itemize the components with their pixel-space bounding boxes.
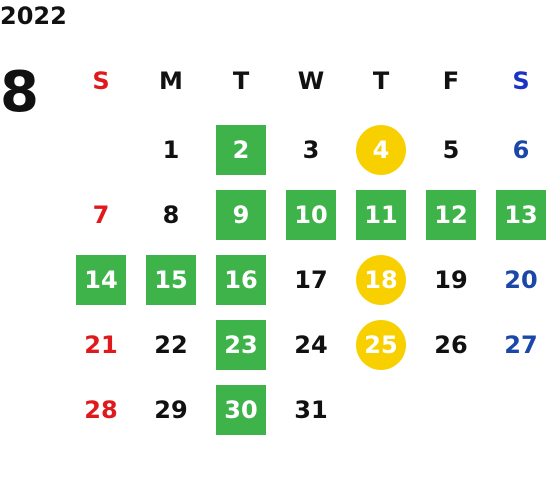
day-cell-15: 15 (146, 255, 196, 305)
day-cell-11: 11 (356, 190, 406, 240)
day-cell-4: 4 (356, 125, 406, 175)
weekday-6: S (512, 67, 530, 95)
weekday-1: M (159, 67, 183, 95)
day-cell-28: 28 (84, 396, 118, 424)
day-cell-12: 12 (426, 190, 476, 240)
day-cell-16: 16 (216, 255, 266, 305)
day-cell-13: 13 (496, 190, 546, 240)
weekday-5: F (442, 67, 460, 95)
day-cell-8: 8 (162, 201, 180, 229)
day-cell-21: 21 (84, 331, 118, 359)
day-cell-5: 5 (442, 136, 460, 164)
day-cell-2: 2 (216, 125, 266, 175)
weekday-3: W (297, 67, 325, 95)
day-cell-6: 6 (512, 136, 530, 164)
day-cell-29: 29 (154, 396, 188, 424)
day-cell-30: 30 (216, 385, 266, 435)
day-cell-14: 14 (76, 255, 126, 305)
day-cell-7: 7 (92, 201, 110, 229)
day-cell-23: 23 (216, 320, 266, 370)
day-cell-22: 22 (154, 331, 188, 359)
day-cell-20: 20 (504, 266, 538, 294)
day-cell-25: 25 (356, 320, 406, 370)
month-number: 8 (0, 60, 39, 125)
weekday-0: S (92, 67, 110, 95)
day-cell-18: 18 (356, 255, 406, 305)
day-cell-27: 27 (504, 331, 538, 359)
year-label: 2022 (0, 2, 67, 30)
day-cell-10: 10 (286, 190, 336, 240)
day-cell-17: 17 (294, 266, 328, 294)
day-cell-1: 1 (162, 136, 180, 164)
day-cell-19: 19 (434, 266, 468, 294)
day-cell-24: 24 (294, 331, 328, 359)
day-cell-31: 31 (294, 396, 328, 424)
weekday-4: T (372, 67, 390, 95)
day-cell-9: 9 (216, 190, 266, 240)
weekday-2: T (232, 67, 250, 95)
day-cell-26: 26 (434, 331, 468, 359)
day-cell-3: 3 (302, 136, 320, 164)
